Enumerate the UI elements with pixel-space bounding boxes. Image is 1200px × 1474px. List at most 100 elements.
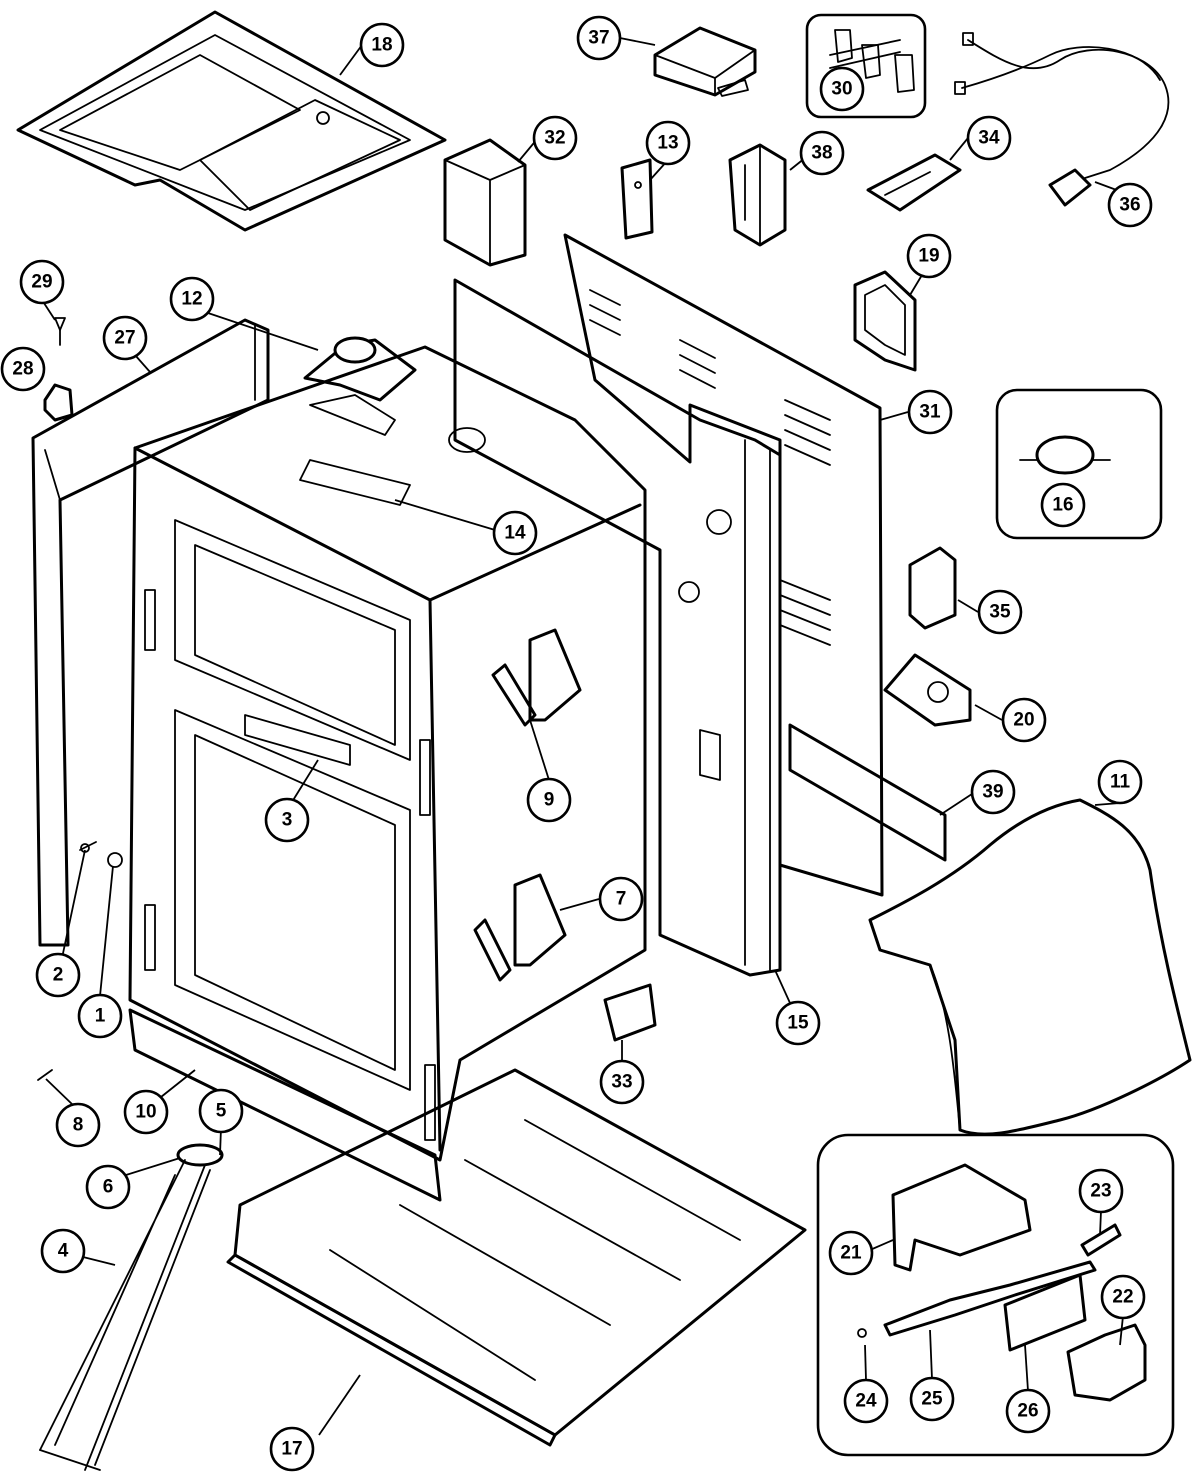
part-top-panel (16, 10, 447, 232)
svg-text:4: 4 (58, 1241, 69, 1262)
svg-text:11: 11 (1110, 772, 1131, 793)
callout-26: 26 (1005, 1388, 1051, 1434)
svg-text:12: 12 (181, 289, 202, 310)
part-screw (54, 317, 66, 346)
svg-text:29: 29 (31, 272, 52, 293)
callout-4: 4 (40, 1228, 86, 1274)
callout-14: 14 (492, 510, 538, 556)
callout-11: 11 (1097, 759, 1143, 805)
svg-text:20: 20 (1013, 710, 1034, 731)
part-small-bracket-33 (603, 983, 657, 1042)
part-small-box (653, 26, 757, 97)
callout-20: 20 (1001, 697, 1047, 743)
callout-13: 13 (645, 120, 691, 166)
part-screw-2 (79, 841, 97, 853)
svg-text:1: 1 (95, 1006, 106, 1027)
callout-17: 17 (269, 1426, 315, 1472)
callout-28: 28 (0, 346, 46, 392)
part-bottom-panel (226, 1068, 807, 1447)
svg-text:35: 35 (989, 602, 1011, 623)
svg-text:31: 31 (919, 402, 941, 423)
callout-32: 32 (532, 115, 578, 161)
inset-switch (816, 1133, 1175, 1457)
callout-36: 36 (1107, 182, 1153, 228)
part-rear-panel (563, 233, 884, 897)
svg-text:37: 37 (588, 28, 609, 49)
svg-text:34: 34 (978, 128, 1000, 149)
callout-21: 21 (828, 1230, 874, 1276)
svg-text:3: 3 (282, 810, 293, 831)
callout-1: 1 (77, 993, 123, 1039)
part-rod-assembly (39, 1143, 224, 1471)
svg-text:14: 14 (504, 523, 526, 544)
callout-22: 22 (1100, 1274, 1146, 1320)
part-strip (788, 723, 947, 862)
callout-2: 2 (35, 952, 81, 998)
callout-33: 33 (599, 1059, 645, 1105)
part-oven-cavity (128, 345, 647, 1162)
svg-text:24: 24 (855, 1391, 877, 1412)
inset-16 (995, 388, 1163, 540)
svg-text:8: 8 (73, 1115, 84, 1136)
callout-30: 30 (819, 66, 865, 112)
svg-text:6: 6 (103, 1177, 114, 1198)
svg-text:18: 18 (371, 35, 392, 56)
callout-7: 7 (598, 876, 644, 922)
part-small-bracket (866, 153, 962, 212)
callout-9: 9 (526, 777, 572, 823)
part-screw-8 (37, 1069, 53, 1081)
callout-25: 25 (909, 1376, 955, 1422)
svg-text:21: 21 (840, 1243, 862, 1264)
svg-text:23: 23 (1090, 1181, 1111, 1202)
svg-text:36: 36 (1119, 195, 1140, 216)
part-side-rail (453, 278, 782, 977)
svg-text:30: 30 (831, 79, 852, 100)
callout-8: 8 (55, 1102, 101, 1148)
part-bracket-box (443, 138, 527, 267)
svg-text:25: 25 (921, 1389, 943, 1410)
callout-27: 27 (102, 315, 148, 361)
part-relay (728, 143, 787, 247)
callout-18: 18 (359, 22, 405, 68)
svg-text:33: 33 (611, 1072, 632, 1093)
svg-text:5: 5 (216, 1101, 227, 1122)
callout-37: 37 (576, 15, 622, 61)
part-insulation (868, 798, 1192, 1136)
part-clip (43, 383, 74, 422)
callout-24: 24 (843, 1378, 889, 1424)
callout-6: 6 (85, 1164, 131, 1210)
svg-text:10: 10 (135, 1102, 156, 1123)
part-power-cord (954, 32, 1170, 207)
callout-35: 35 (977, 589, 1023, 635)
svg-text:19: 19 (918, 246, 939, 267)
part-hinge-lower (473, 873, 567, 982)
svg-text:7: 7 (616, 889, 627, 910)
callout-10: 10 (123, 1089, 169, 1135)
svg-text:2: 2 (53, 965, 64, 986)
svg-text:16: 16 (1052, 495, 1073, 516)
svg-text:28: 28 (12, 359, 33, 380)
callout-16: 16 (1040, 482, 1086, 528)
callout-23: 23 (1078, 1168, 1124, 1214)
callout-39: 39 (970, 769, 1016, 815)
callout-15: 15 (775, 1000, 821, 1046)
callout-19: 19 (906, 233, 952, 279)
callout-5: 5 (198, 1088, 244, 1134)
callout-29: 29 (19, 259, 65, 305)
part-front-strip (128, 1008, 442, 1202)
svg-text:38: 38 (811, 143, 832, 164)
svg-text:22: 22 (1112, 1287, 1133, 1308)
svg-text:32: 32 (544, 128, 565, 149)
part-terminal-block (908, 546, 957, 630)
svg-text:17: 17 (281, 1439, 302, 1460)
callout-38: 38 (799, 130, 845, 176)
callout-34: 34 (966, 115, 1012, 161)
inset-clips (805, 13, 927, 119)
svg-text:39: 39 (982, 782, 1003, 803)
part-square-frame (853, 270, 917, 372)
svg-text:26: 26 (1017, 1401, 1038, 1422)
svg-text:27: 27 (114, 328, 135, 349)
part-frame-strip (31, 318, 270, 947)
part-screw-1 (107, 852, 123, 868)
svg-text:13: 13 (657, 133, 678, 154)
